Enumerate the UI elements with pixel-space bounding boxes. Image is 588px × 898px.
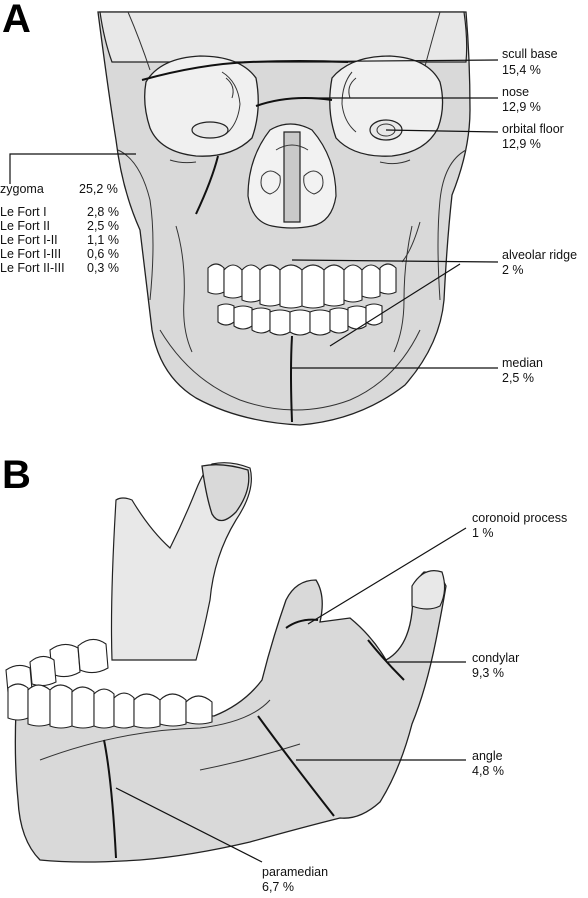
le-fort-table: Le Fort I 2,8 % Le Fort II 2,5 % Le Fort… bbox=[0, 205, 119, 275]
fracture-zygoma bbox=[195, 155, 219, 215]
label-condylar-name: condylar bbox=[472, 651, 519, 665]
le-fort-value: 2,5 % bbox=[87, 219, 119, 233]
leader-orbital-floor bbox=[385, 129, 499, 133]
coronoid-fragment bbox=[201, 464, 250, 522]
label-median-value: 2,5 % bbox=[502, 371, 534, 385]
label-orbital-floor-name: orbital floor bbox=[502, 122, 564, 136]
label-coronoid-process-name: coronoid process bbox=[472, 511, 567, 525]
mandible-body bbox=[14, 571, 447, 863]
label-condylar-value: 9,3 % bbox=[472, 666, 504, 680]
panel-b-letter: B bbox=[2, 453, 31, 497]
le-fort-value: 2,8 % bbox=[87, 205, 119, 219]
label-zygoma-value: 25,2 % bbox=[79, 182, 118, 196]
label-angle-name: angle bbox=[472, 749, 503, 763]
panel-b: B bbox=[2, 453, 567, 894]
label-scull-base-value: 15,4 % bbox=[502, 63, 541, 77]
label-coronoid-process-value: 1 % bbox=[472, 526, 494, 540]
leader-alveolar-ridge bbox=[291, 259, 499, 263]
leader-scull-base bbox=[243, 59, 499, 63]
leader-paramedian bbox=[115, 787, 263, 863]
lower-teeth bbox=[217, 303, 383, 336]
label-scull-base-name: scull base bbox=[502, 47, 558, 61]
le-fort-name: Le Fort II bbox=[0, 219, 50, 233]
label-nose-value: 12,9 % bbox=[502, 100, 541, 114]
fracture-paramedian bbox=[103, 739, 117, 859]
le-fort-name: Le Fort I-III bbox=[0, 247, 61, 261]
label-alveolar-ridge-value: 2 % bbox=[502, 263, 524, 277]
upper-teeth bbox=[207, 263, 397, 309]
label-paramedian-name: paramedian bbox=[262, 865, 328, 879]
label-paramedian-value: 6,7 % bbox=[262, 880, 294, 894]
left-orbit bbox=[144, 55, 259, 157]
leader-zygoma bbox=[9, 153, 136, 184]
label-orbital-floor-value: 12,9 % bbox=[502, 137, 541, 151]
lower-teeth-row bbox=[7, 683, 213, 729]
forehead bbox=[99, 11, 468, 63]
label-nose-name: nose bbox=[502, 85, 529, 99]
le-fort-name: Le Fort II-III bbox=[0, 261, 65, 275]
leader-coronoid bbox=[307, 527, 467, 625]
mandible-drawing bbox=[5, 462, 467, 863]
label-median-name: median bbox=[502, 356, 543, 370]
le-fort-value: 0,6 % bbox=[87, 247, 119, 261]
panel-a-letter: A bbox=[2, 0, 31, 41]
fracture-condylar bbox=[367, 639, 405, 681]
label-zygoma-name: zygoma bbox=[0, 182, 44, 196]
le-fort-value: 1,1 % bbox=[87, 233, 119, 247]
fracture-angle bbox=[257, 715, 335, 817]
label-angle-value: 4,8 % bbox=[472, 764, 504, 778]
leader-alveolar-ridge-2 bbox=[329, 263, 461, 347]
le-fort-name: Le Fort I-II bbox=[0, 233, 58, 247]
le-fort-name: Le Fort I bbox=[0, 205, 47, 219]
panel-a: A bbox=[0, 0, 577, 426]
le-fort-value: 0,3 % bbox=[87, 261, 119, 275]
fracture-median bbox=[290, 335, 293, 423]
skull-drawing bbox=[9, 11, 499, 426]
label-alveolar-ridge-name: alveolar ridge bbox=[502, 248, 577, 262]
right-orbit bbox=[329, 55, 444, 157]
fracture-nose bbox=[255, 97, 333, 107]
